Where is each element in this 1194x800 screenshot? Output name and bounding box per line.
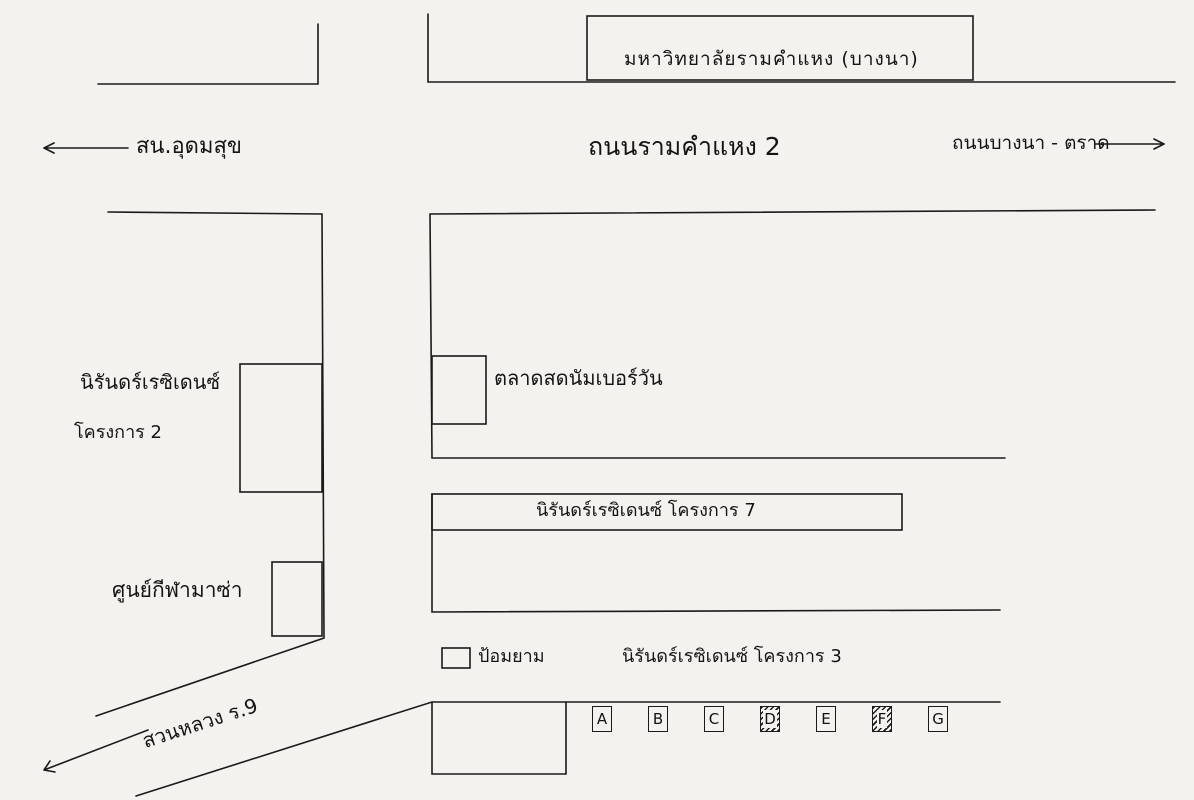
arrow-right [1095, 138, 1165, 150]
market-building [431, 355, 487, 425]
right-block-top-outline [429, 209, 1156, 459]
middle-block-outline [431, 493, 1001, 613]
market-label: ตลาดสดนัมเบอร์วัน [494, 366, 663, 390]
lower-road-edge [135, 701, 1001, 797]
arrow-left [43, 142, 129, 154]
unit-label: F [876, 710, 888, 728]
right-direction-label: ถนนบางนา - ตราด [952, 132, 1110, 154]
left-direction-label: สน.อุดมสุข [136, 134, 242, 159]
unit-box-c: C [704, 706, 724, 732]
project2-sub-label: โครงการ 2 [74, 422, 163, 443]
guard-post-box [441, 647, 471, 669]
project3-label: นิรันดร์เรซิเดนซ์ โครงการ 3 [622, 646, 842, 667]
unit-box-d: D [760, 706, 780, 732]
unit-label: E [821, 710, 831, 728]
project2-building [239, 363, 323, 493]
sports-center-building [271, 561, 323, 637]
main-road-label: ถนนรามคำแหง 2 [588, 132, 781, 161]
project7-label: นิรันดร์เรซิเดนซ์ โครงการ 7 [536, 500, 756, 521]
top-left-block [97, 23, 319, 85]
university-frame [427, 13, 1176, 83]
project7-building [431, 493, 903, 531]
unit-box-e: E [816, 706, 836, 732]
unit-label: A [596, 710, 608, 728]
unit-box-g: G [928, 706, 948, 732]
left-block-outline [95, 211, 325, 717]
unit-label: C [708, 710, 720, 728]
bottom-block-outline [431, 701, 567, 775]
university-label: มหาวิทยาลัยรามคำแหง (บางนา) [624, 48, 919, 70]
arrow-park [43, 729, 149, 773]
project2-label: นิรันดร์เรซิเดนซ์ [80, 370, 221, 394]
unit-label: D [763, 710, 777, 728]
unit-label: B [652, 710, 664, 728]
unit-label: G [932, 710, 944, 728]
unit-box-b: B [648, 706, 668, 732]
guard-post-label: ป้อมยาม [478, 646, 545, 667]
unit-box-a: A [592, 706, 612, 732]
sports-center-label: ศูนย์กีฬามาซ่า [112, 578, 243, 602]
unit-box-f: F [872, 706, 892, 732]
university-building [586, 15, 974, 81]
